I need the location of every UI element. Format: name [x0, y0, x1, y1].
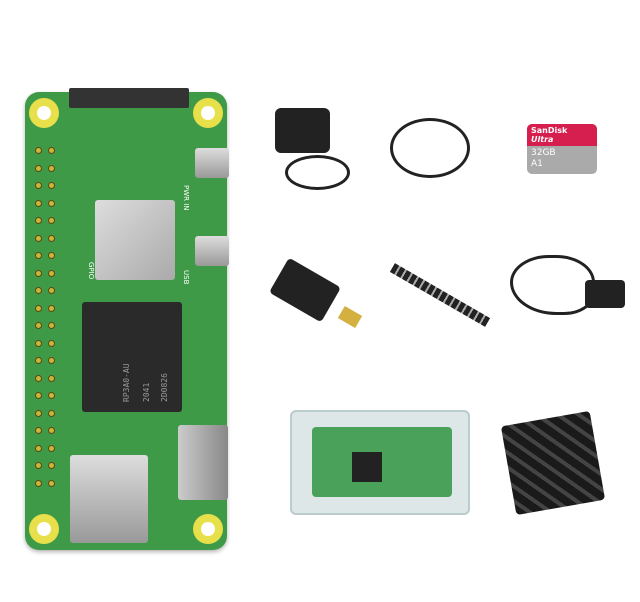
- gpio-pin: [48, 269, 55, 277]
- gpio-pin: [35, 357, 42, 364]
- gpio-pin: [35, 462, 42, 469]
- heatsink: [500, 410, 606, 516]
- gpio-pin: [48, 427, 55, 434]
- card-rating: A1: [531, 159, 543, 169]
- gpio-pin: [35, 217, 42, 224]
- case-chip: [352, 452, 382, 482]
- mount-hole: [193, 98, 223, 128]
- gpio-pin: [35, 147, 42, 154]
- gpio-pin: [35, 234, 42, 242]
- card-capacity: 32GB: [531, 148, 556, 158]
- chip-marking: RP3A0-AU: [122, 363, 131, 402]
- gpio-pin: [35, 269, 42, 277]
- mount-hole: [193, 514, 223, 544]
- rf-shield: [95, 200, 175, 280]
- gpio-pin: [35, 199, 42, 207]
- gpio-pin: [35, 392, 42, 399]
- usb-data-port: [195, 236, 229, 266]
- gpio-pin: [35, 322, 42, 329]
- gpio-label: GPIO: [87, 262, 95, 280]
- mount-hole: [29, 514, 59, 544]
- chip-marking: 2D0826: [160, 373, 169, 402]
- camera-connector: [69, 88, 189, 108]
- gpio-pin: [35, 252, 42, 259]
- gpio-pin: [48, 339, 55, 347]
- case-board: [312, 427, 452, 497]
- gpio-pin: [48, 304, 55, 312]
- gpio-pin: [48, 164, 55, 172]
- gpio-pin: [35, 182, 42, 189]
- otg-cable: [510, 255, 595, 315]
- usb-label: USB: [182, 270, 190, 285]
- power-label: PWR IN: [182, 185, 190, 211]
- gpio-pin: [35, 287, 42, 294]
- acrylic-case: [290, 410, 470, 515]
- gpio-pin: [48, 357, 55, 364]
- gpio-pin: [35, 304, 42, 312]
- gpio-pin: [48, 409, 55, 417]
- usb-power-port: [195, 148, 229, 178]
- mini-hdmi-adapter: [269, 257, 341, 323]
- gpio-pin: [35, 374, 42, 382]
- hdmi-cable: [390, 118, 470, 178]
- mount-hole: [29, 98, 59, 128]
- gpio-pin: [48, 392, 55, 399]
- power-adapter: [275, 108, 330, 153]
- gpio-pin: [35, 444, 42, 452]
- gpio-pin: [35, 164, 42, 172]
- gpio-pin: [35, 479, 42, 487]
- gpio-pin: [48, 147, 55, 154]
- gpio-header: [35, 147, 59, 497]
- gpio-pin: [48, 322, 55, 329]
- gpio-pin: [48, 217, 55, 224]
- gpio-pin: [48, 287, 55, 294]
- gpio-pin: [48, 234, 55, 242]
- mini-hdmi-port: [178, 425, 228, 500]
- gpio-pin: [48, 444, 55, 452]
- soc-chip: RP3A0-AU 2041 2D0826: [82, 302, 182, 412]
- gpio-pin: [48, 199, 55, 207]
- gpio-pin: [48, 374, 55, 382]
- adapter-plug: [337, 305, 363, 329]
- gpio-pin: [48, 479, 55, 487]
- microsd-slot: [70, 455, 148, 543]
- gpio-pin: [48, 182, 55, 189]
- gpio-pin: [35, 409, 42, 417]
- chip-marking: 2041: [142, 382, 151, 402]
- gpio-pin: [48, 462, 55, 469]
- usb-a-socket: [585, 280, 625, 308]
- power-cable: [285, 155, 350, 190]
- gpio-pin: [35, 339, 42, 347]
- gpio-pin: [35, 427, 42, 434]
- gpio-pin: [48, 252, 55, 259]
- pin-header: [389, 263, 491, 327]
- card-line: Ultra: [531, 135, 554, 144]
- card-brand: SanDisk: [531, 126, 568, 135]
